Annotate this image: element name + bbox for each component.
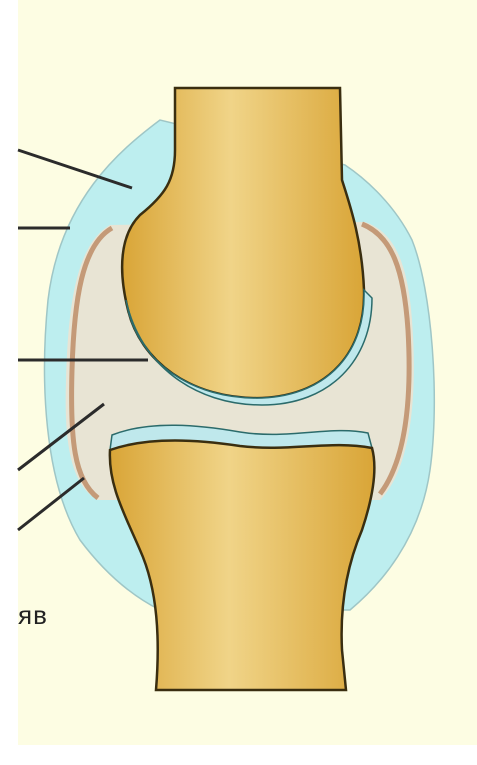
lower-bone	[110, 441, 375, 691]
label-fragment: яв	[18, 600, 48, 631]
